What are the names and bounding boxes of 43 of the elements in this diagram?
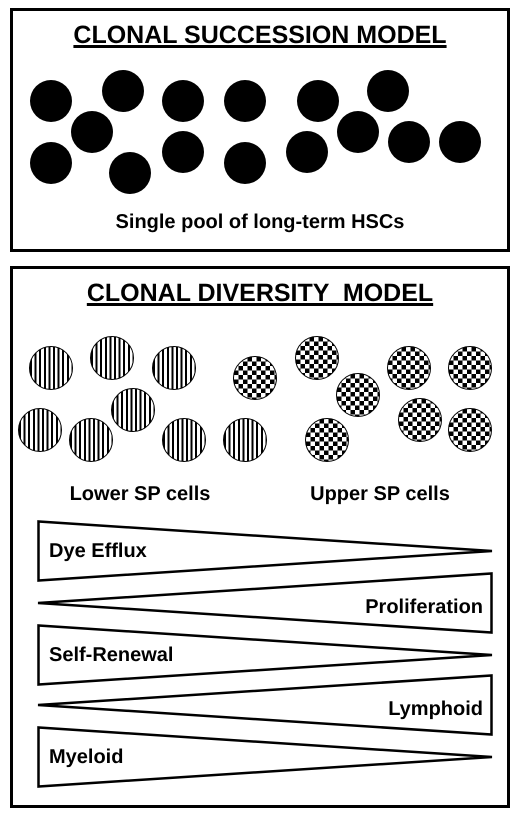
cell-circle <box>336 373 380 417</box>
cell-circle <box>337 111 379 153</box>
panel-frame <box>10 266 510 808</box>
cell-circle <box>367 70 409 112</box>
cell-circle <box>69 418 113 462</box>
cell-circle <box>18 408 62 452</box>
wedge-label: Myeloid <box>49 746 124 769</box>
panel-caption: Single pool of long-term HSCs <box>114 211 406 234</box>
cell-circle <box>224 80 266 122</box>
wedge-label: Dye Efflux <box>49 540 147 563</box>
wedge-label: Proliferation <box>365 596 483 619</box>
cell-circle <box>30 80 72 122</box>
wedge-label: Self-Renewal <box>49 644 174 667</box>
cell-circle <box>297 80 339 122</box>
cell-circle <box>448 408 492 452</box>
panel-title: CLONAL DIVERSITY MODEL <box>86 279 434 307</box>
panel-title: CLONAL SUCCESSION MODEL <box>73 21 447 49</box>
cell-circle <box>90 336 134 380</box>
cell-circle <box>111 388 155 432</box>
group-caption: Upper SP cells <box>310 483 450 506</box>
cell-circle <box>398 398 442 442</box>
cell-circle <box>439 121 481 163</box>
cell-circle <box>30 142 72 184</box>
cell-circle <box>305 418 349 462</box>
cell-circle <box>233 356 277 400</box>
cell-circle <box>162 418 206 462</box>
cell-circle <box>162 80 204 122</box>
group-caption: Lower SP cells <box>70 483 210 506</box>
cell-circle <box>223 418 267 462</box>
panel-frame <box>10 8 510 252</box>
cell-circle <box>109 152 151 194</box>
cell-circle <box>71 111 113 153</box>
cell-circle <box>162 131 204 173</box>
cell-circle <box>388 121 430 163</box>
cell-circle <box>295 336 339 380</box>
wedge-label: Lymphoid <box>388 698 483 721</box>
cell-circle <box>102 70 144 112</box>
cell-circle <box>29 346 73 390</box>
cell-circle <box>224 142 266 184</box>
cell-circle <box>152 346 196 390</box>
cell-circle <box>387 346 431 390</box>
cell-circle <box>448 346 492 390</box>
cell-circle <box>286 131 328 173</box>
